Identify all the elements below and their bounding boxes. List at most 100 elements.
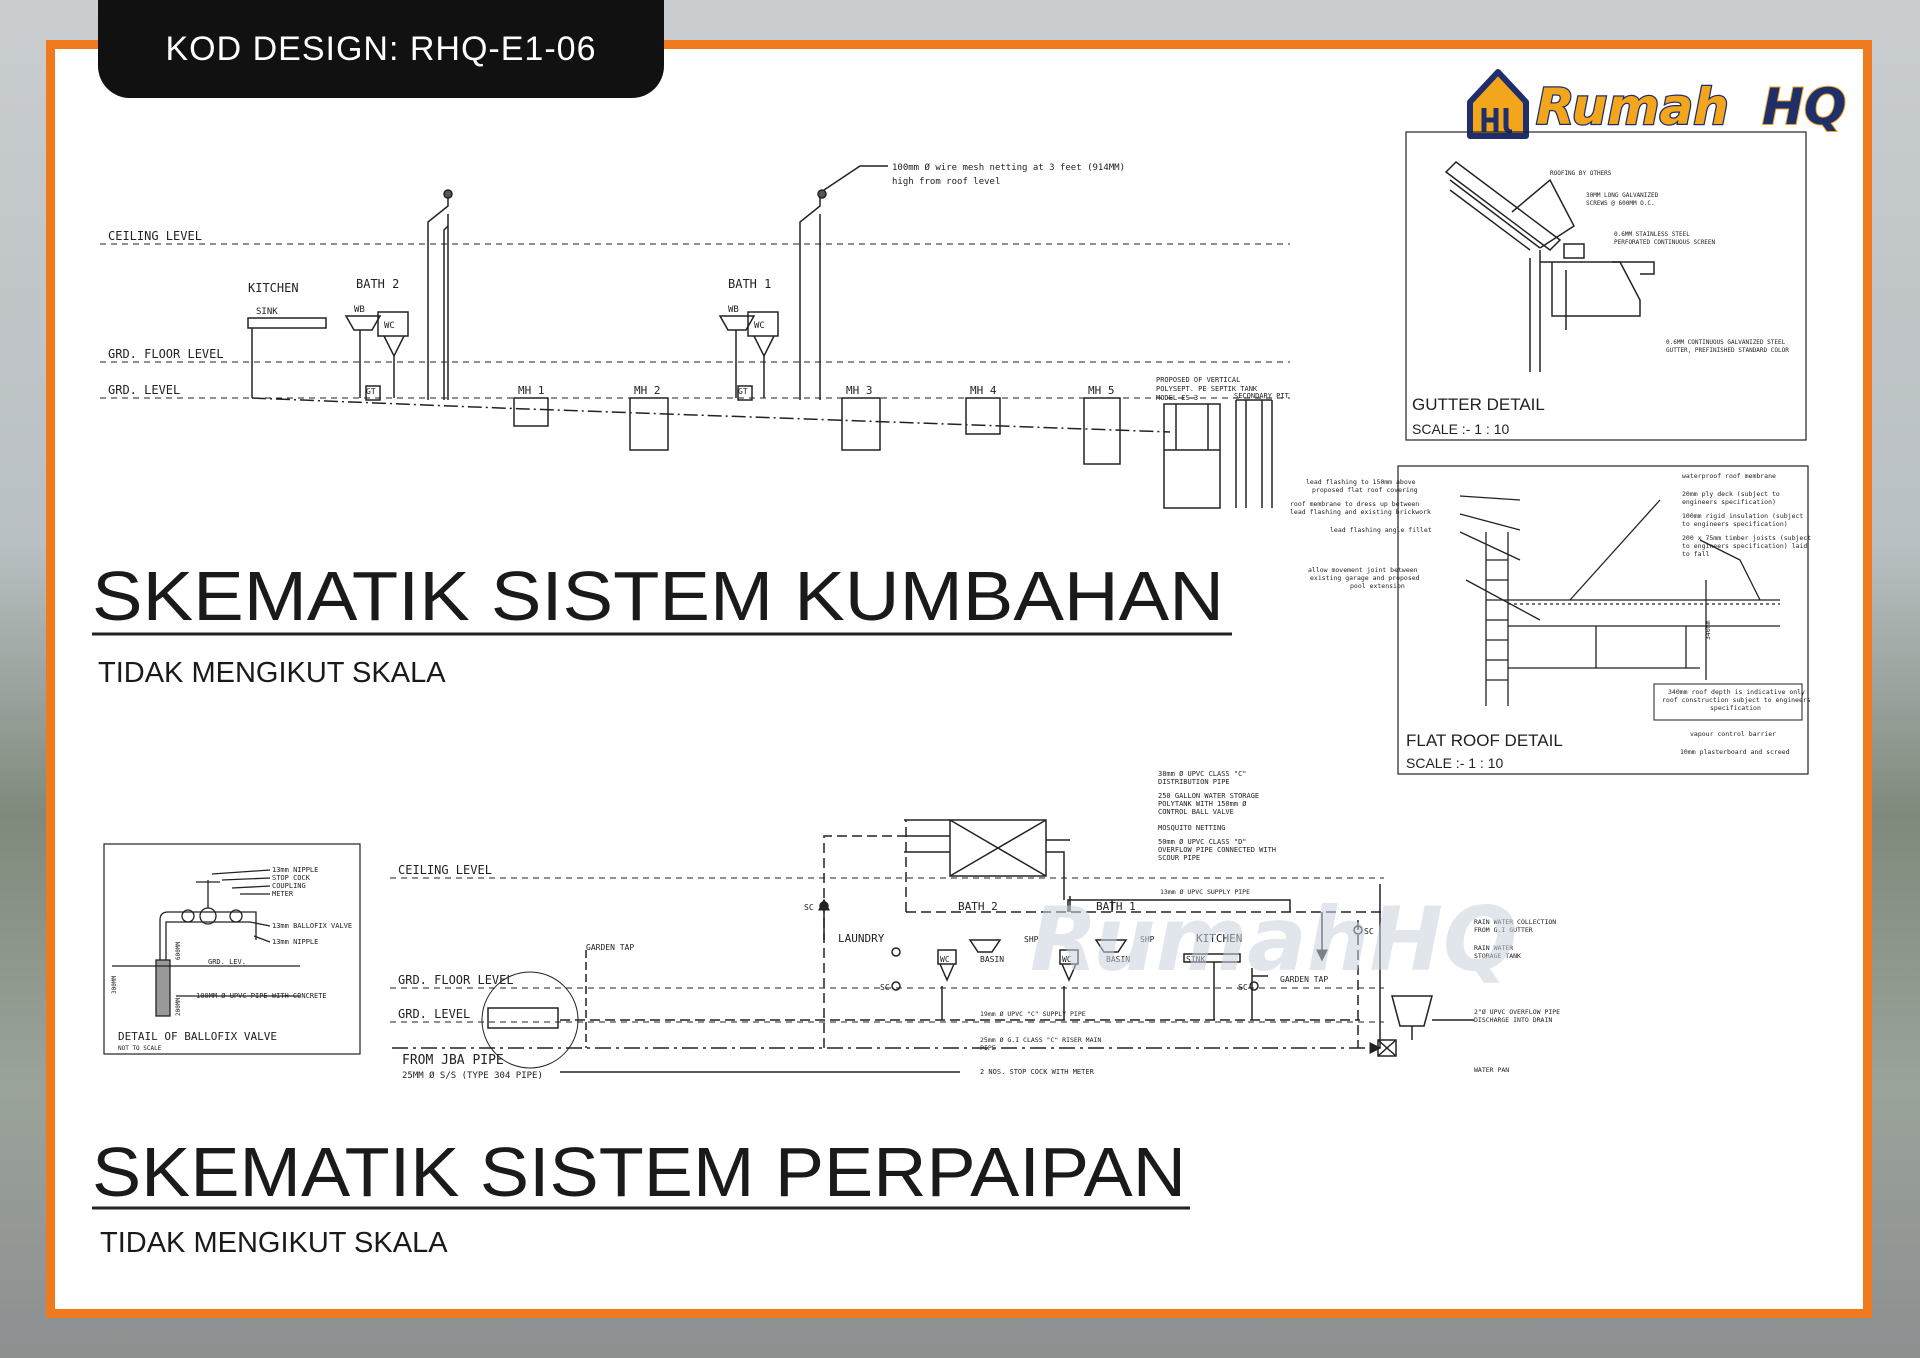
piping-top-note-3: 250 GALLON WATER STORAGE (1158, 792, 1259, 800)
flatroof-right-note-8: to fall (1682, 550, 1709, 558)
piping-subtitle: TIDAK MENGIKUT SKALA (100, 1227, 448, 1259)
gutter-note-2: 30MM LONG GALVANIZED (1586, 192, 1659, 199)
flatroof-right-note-6: 200 x 75mm timber joists (subject (1682, 534, 1811, 542)
flatroof-title: FLAT ROOF DETAIL (1406, 731, 1563, 750)
gutter-title: GUTTER DETAIL (1412, 395, 1545, 414)
gutter-note-1: ROOFING BY OTHERS (1550, 170, 1612, 177)
flatroof-right-note-11: roof construction subject to engineers (1662, 696, 1811, 704)
flatroof-left-note-8: pool extension (1350, 582, 1405, 590)
flat-roof-detail (1397, 465, 1809, 775)
flatroof-right-note-3: engineers specification) (1682, 498, 1776, 506)
sewer-label-wc2: WC (384, 321, 395, 331)
piping-sink: SINK (1186, 955, 1205, 964)
vent-note-line1: 100mm Ø wire mesh netting at 3 feet (914… (892, 162, 1125, 173)
ballofix-detail (103, 843, 361, 1055)
ballofix-dim-1: 300MM (111, 976, 118, 994)
flatroof-right-note-1: waterproof roof membrane (1682, 472, 1776, 480)
manhole-2-label: MH 2 (634, 384, 661, 397)
flatroof-right-note-13: vapour control barrier (1690, 730, 1776, 738)
piping-right-note-6: DISCHARGE INTO DRAIN (1474, 1016, 1552, 1024)
logo-text-rumah: Rumah (1536, 78, 1729, 136)
manhole-4-label: MH 4 (970, 384, 997, 397)
piping-garden-tap-left: GARDEN TAP (586, 943, 634, 952)
sewer-label-sink: SINK (256, 307, 278, 317)
piping-top-note-9: SCOUR PIPE (1158, 854, 1200, 862)
piping-top-note-5: CONTROL BALL VALVE (1158, 808, 1234, 816)
ballofix-label-1: 13mm NIPPLE (272, 866, 318, 874)
piping-right-note-5: 2"Ø UPVC OVERFLOW PIPE (1474, 1008, 1560, 1016)
sewer-subtitle: TIDAK MENGIKUT SKALA (98, 657, 446, 689)
sewer-label-wc1: WC (754, 321, 765, 331)
stop-cock-note: 2 NOS. STOP COCK WITH METER (980, 1068, 1095, 1076)
piping-basin-2: BASIN (980, 955, 1004, 964)
sewer-label-gt2: GT (366, 387, 376, 396)
piping-sc-riser: SC (804, 903, 814, 912)
sewer-label-wb2: WB (354, 305, 365, 315)
flatroof-right-note-14: 10mm plasterboard and screed (1680, 748, 1790, 756)
supply-19mm: 19mm Ø UPVC "C" SUPPLY PIPE (980, 1010, 1086, 1018)
sewer-label-bath2: BATH 2 (356, 277, 399, 291)
ballofix-dim-2: 200MM (175, 998, 182, 1016)
flatroof-right-note-2: 20mm ply deck (subject to (1682, 490, 1780, 498)
flatroof-left-note-5: lead flashing angle fillet (1330, 526, 1432, 534)
sewer-ground-level: GRD. LEVEL (108, 383, 180, 397)
ballofix-label-6: 13mm NIPPLE (272, 938, 318, 946)
piping-kitchen: KITCHEN (1196, 932, 1242, 945)
piping-ground-level: GRD. LEVEL (398, 1007, 470, 1021)
flatroof-left-note-2: proposed flat roof covering (1312, 486, 1418, 494)
riser-main-2: PIPE (980, 1044, 996, 1052)
flatroof-scale: SCALE :- 1 : 10 (1406, 755, 1503, 771)
flatroof-right-note-12: specification (1710, 704, 1761, 712)
piping-right-note-1: RAIN WATER COLLECTION (1474, 918, 1556, 926)
gutter-note-7: GUTTER, PREFINISHED STANDARD COLOR (1666, 347, 1789, 354)
design-code-badge: KOD DESIGN: RHQ-E1-06 (98, 0, 664, 98)
piping-right-note-2: FROM G.I GUTTER (1474, 926, 1533, 934)
piping-right-note-7: WATER PAN (1474, 1066, 1509, 1074)
manhole-1-label: MH 1 (518, 384, 545, 397)
piping-basin-1: BASIN (1106, 955, 1130, 964)
ballofix-title: DETAIL OF BALLOFIX VALVE (118, 1030, 277, 1043)
piping-labels: CEILING LEVEL GRD. FLOOR LEVEL GRD. LEVE… (398, 770, 1560, 1081)
ballofix-label-4: METER (272, 890, 294, 898)
ballofix-label-8: 100MM Ø UPVC PIPE WITH CONCRETE (196, 992, 327, 1000)
riser-main-1: 25mm Ø G.I CLASS "C" RISER MAIN (980, 1036, 1101, 1044)
piping-schematic (390, 819, 1474, 1073)
piping-sc-kitchen: SC (1238, 983, 1248, 992)
gutter-note-5: PERFORATED CONTINUOUS SCREEN (1614, 239, 1716, 246)
ballofix-label-2: STOP COCK (272, 874, 311, 882)
gutter-notes: ROOFING BY OTHERS 30MM LONG GALVANIZED S… (1412, 170, 1789, 437)
piping-shp-1: SHP (1140, 935, 1155, 944)
septic-note-line2: POLYSEPT. PE SEPTIK TANK (1156, 385, 1258, 393)
flatroof-dim-340: 340mm (1704, 620, 1712, 640)
gutter-scale: SCALE :- 1 : 10 (1412, 421, 1509, 437)
piping-floor-level: GRD. FLOOR LEVEL (398, 973, 514, 987)
piping-sc-right: SC (1364, 927, 1374, 936)
ballofix-label-3: COUPLING (272, 882, 306, 890)
sewer-title: SKEMATIK SISTEM KUMBAHAN (92, 557, 1224, 635)
septic-note-line1: PROPOSED OF VERTICAL (1156, 376, 1240, 384)
flatroof-right-note-4: 100mm rigid insulation (subject (1682, 512, 1803, 520)
sewer-label-wb1: WB (728, 305, 739, 315)
flatroof-right-note-5: to engineers specification) (1682, 520, 1788, 528)
piping-sc-laundry: SC (880, 983, 890, 992)
jba-pipe-line2: 25MM Ø S/S (TYPE 304 PIPE) (402, 1070, 543, 1081)
sheet-frame (46, 40, 1872, 1318)
piping-top-note-2: DISTRIBUTION PIPE (1158, 778, 1230, 786)
piping-title: SKEMATIK SISTEM PERPAIPAN (92, 1133, 1186, 1211)
manhole-3-label: MH 3 (846, 384, 873, 397)
piping-ceiling-level: CEILING LEVEL (398, 863, 492, 877)
rumahhq-watermark: RumahHQ (1030, 888, 1518, 991)
gutter-note-6: 0.6MM CONTINUOUS GALVANIZED STEEL (1666, 339, 1786, 346)
sewer-label-bath1: BATH 1 (728, 277, 771, 291)
sewer-schematic (100, 165, 1290, 509)
flat-roof-notes: lead flashing to 150mm above proposed fl… (1290, 472, 1811, 771)
flatroof-right-note-10: 340mm roof depth is indicative only (1668, 688, 1805, 696)
ballofix-dim-3: 600MM (175, 942, 182, 960)
flatroof-right-note-7: to engineers specification) laid (1682, 542, 1807, 550)
logo-text-hq: HQ (1762, 78, 1846, 136)
house-logo-icon (1467, 69, 1529, 139)
piping-shp-2: SHP (1024, 935, 1039, 944)
ballofix-label-7: GRD. LEV. (208, 958, 246, 966)
ballofix-labels: 13mm NIPPLE STOP COCK COUPLING METER 13m… (111, 866, 352, 1052)
manhole-5-label: MH 5 (1088, 384, 1115, 397)
